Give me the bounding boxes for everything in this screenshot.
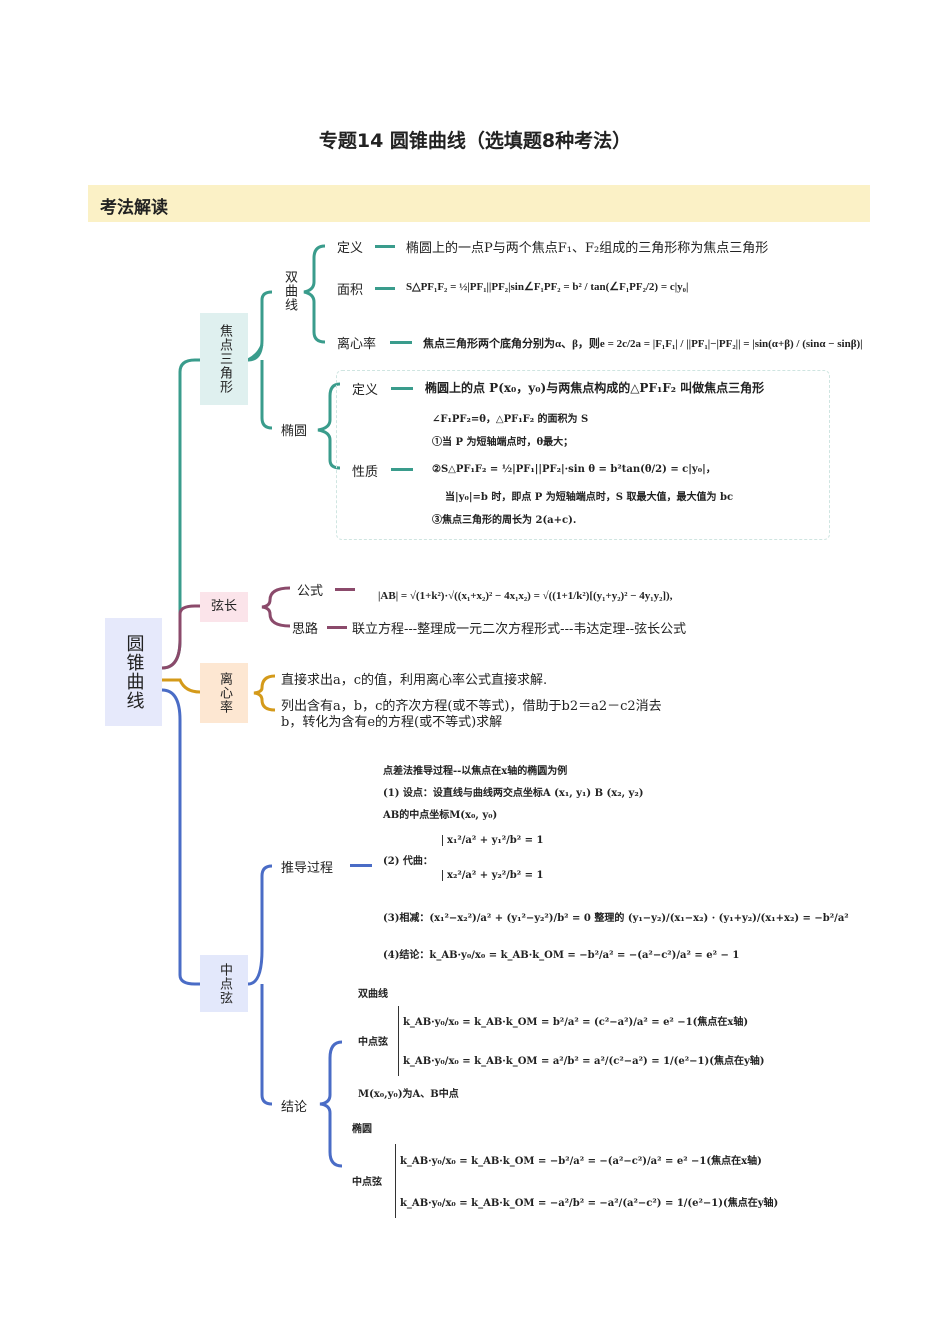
derivation-step: (2) 代曲：	[383, 856, 433, 867]
node-focal-triangle[interactable]: 焦点三角形	[200, 313, 248, 405]
hyp-area-formula: S△PF₁F₂ = ½|PF₁||PF₂|sin∠F₁PF₂ = b² / ta…	[406, 281, 689, 293]
connector-dash	[375, 245, 395, 248]
ellipse-label: 椭圆	[281, 424, 308, 439]
connector-dash	[375, 287, 395, 290]
chord-key-idea: 思路	[292, 622, 319, 637]
hyp-key-area: 面积	[337, 283, 364, 298]
derivation-step: AB的中点坐标M(x₀, y₀)	[383, 810, 498, 821]
ellipse-property: ①当 P 为短轴端点时，θ最大；	[432, 437, 574, 448]
node-chord-length[interactable]: 弦长	[200, 592, 248, 622]
derivation-step: 点差法推导过程--以焦点在x轴的椭圆为例	[383, 766, 568, 777]
chord-idea: 联立方程---整理成一元二次方程形式---韦达定理--弦长公式	[352, 622, 687, 637]
hyp-eccentricity-formula: 焦点三角形两个底角分别为α、β，则e = 2c/2a = |F₁F₁| / ||…	[423, 338, 863, 350]
conclusion-key: 结论	[281, 1100, 308, 1115]
node-eccentricity[interactable]: 离心率	[200, 663, 248, 723]
hyp-definition: 椭圆上的一点P与两个焦点F₁、F₂组成的三角形称为焦点三角形	[406, 241, 769, 256]
connector-dash	[391, 387, 413, 390]
derivation-equation: x₁²/a² + y₁²/b² = 1	[442, 835, 543, 846]
ellipse-box	[336, 370, 830, 540]
connector-dash	[335, 588, 355, 591]
ellipse-key-property: 性质	[352, 465, 379, 480]
brace	[398, 1006, 399, 1076]
ellipse-property: ②S△PF₁F₂ = ½|PF₁||PF₂|·sin θ = b²tan(θ/2…	[432, 464, 716, 475]
ellipse-property: ③焦点三角形的周长为 2(a+c).	[432, 515, 577, 526]
derivation-step: (4)结论：k_AB·y₀/x₀ = k_AB·k_OM = −b²/a² = …	[383, 950, 740, 961]
ellipse-result: k_AB·y₀/x₀ = k_AB·k_OM = −b²/a² = −(a²−c…	[400, 1156, 762, 1167]
chord-label: 中点弦	[352, 1177, 382, 1188]
ellipse-property: ∠F₁PF₂=θ，△PF₁F₂ 的面积为 S	[432, 414, 589, 425]
hyperbola-result: k_AB·y₀/x₀ = k_AB·k_OM = b²/a² = (c²−a²)…	[403, 1017, 749, 1028]
brace	[395, 1144, 396, 1218]
chord-key-formula: 公式	[297, 584, 324, 599]
ellipse-definition: 椭圆上的点 P(x₀，y₀)与两焦点构成的△PF₁F₂ 叫做焦点三角形	[425, 381, 765, 395]
connector-dash	[327, 626, 347, 629]
hyp-key-eccentricity: 离心率	[337, 337, 377, 352]
derivation-equation: x₂²/a² + y₂²/b² = 1	[442, 870, 543, 881]
eccentricity-method: 直接求出a，c的值，利用离心率公式直接求解.	[281, 673, 548, 688]
connector-dash	[391, 468, 413, 471]
chord-label: 中点弦	[358, 1037, 388, 1048]
section-header-text: 考法解读	[100, 198, 168, 218]
derivation-step: (3)相减：(x₁²−x₂²)/a² + (y₁²−y₂²)/b² = 0 整理…	[383, 913, 849, 924]
ellipse-key-definition: 定义	[352, 383, 379, 398]
derivation-step: (1) 设点：设直线与曲线两交点坐标A (x₁, y₁) B (x₂, y₂)	[383, 788, 644, 799]
ellipse-label: 椭圆	[352, 1124, 372, 1135]
hyperbola-label: 双曲线	[282, 270, 297, 312]
hyperbola-label: 双曲线	[358, 989, 388, 1000]
ellipse-result: k_AB·y₀/x₀ = k_AB·k_OM = −a²/b² = −a²/(a…	[400, 1198, 779, 1209]
section-header: 考法解读	[88, 185, 870, 222]
connector-dash	[390, 341, 412, 344]
root-node[interactable]: 圆锥曲线	[105, 618, 162, 726]
eccentricity-method-cont: b，转化为含有e的方程(或不等式)求解	[281, 715, 503, 730]
chord-formula: |AB| = √(1+k²)·√((x₁+x₂)² − 4x₁x₂) = √((…	[378, 590, 673, 602]
page-title: 专题14 圆锥曲线（选填题8种考法）	[318, 130, 632, 152]
node-midpoint-chord[interactable]: 中点弦	[200, 955, 248, 1012]
hyperbola-result: k_AB·y₀/x₀ = k_AB·k_OM = a²/b² = a²/(c²−…	[403, 1056, 765, 1067]
derivation-key: 推导过程	[281, 861, 334, 876]
ellipse-property: 当|y₀|=b 时，即点 P 为短轴端点时，S 取最大值，最大值为 bc	[445, 492, 734, 503]
eccentricity-method: 列出含有a，b，c的齐次方程(或不等式)，借助于b2＝a2－c2消去	[281, 699, 662, 714]
connector-dash	[350, 864, 372, 867]
hyp-key-definition: 定义	[337, 241, 364, 256]
midpoint-note: M(x₀,y₀)为A、B中点	[358, 1089, 459, 1100]
